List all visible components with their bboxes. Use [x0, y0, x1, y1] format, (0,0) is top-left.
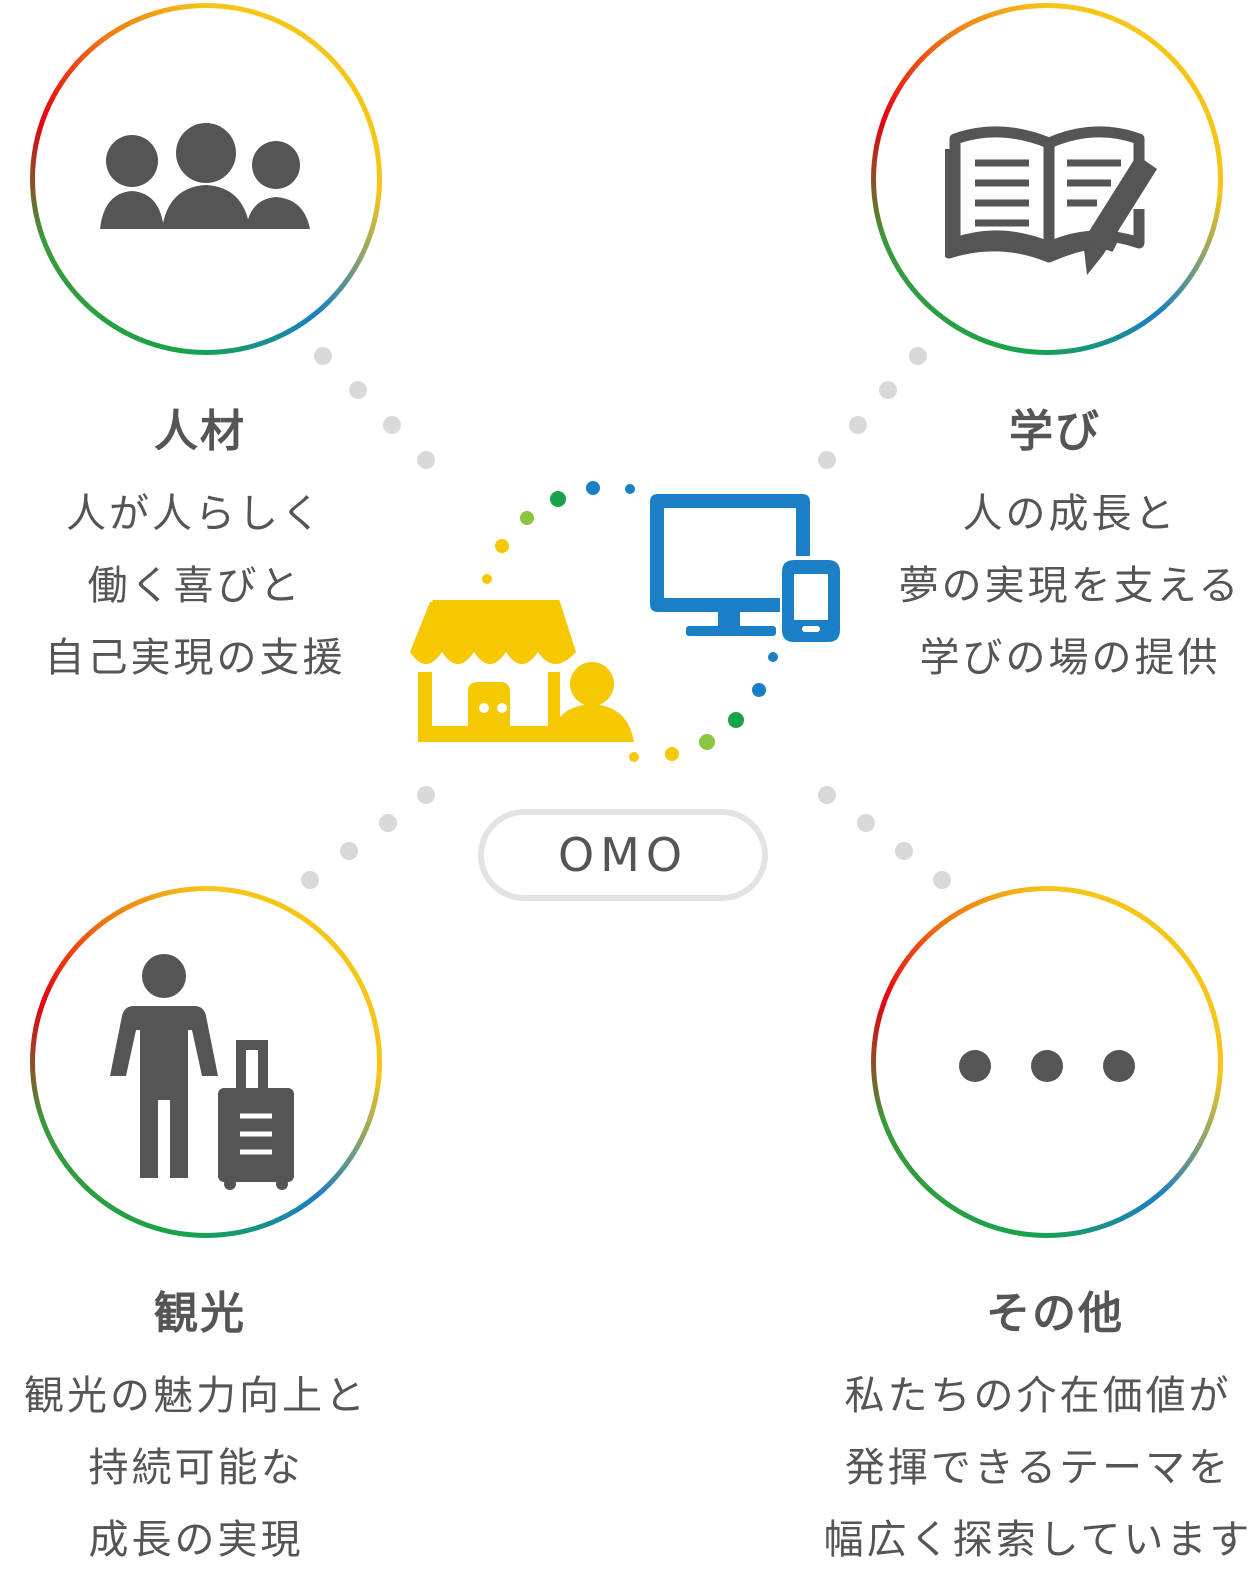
omo-label: OMO	[478, 809, 768, 901]
item-title: 観光	[154, 1288, 246, 1339]
other-circle	[871, 886, 1223, 1238]
item-description-line: 人の成長と	[962, 491, 1178, 537]
people-circle	[30, 3, 382, 355]
item-title: 学び	[1009, 406, 1101, 457]
item-description-line: 人が人らしく	[66, 491, 324, 537]
item-description-line: 成長の実現	[88, 1517, 304, 1563]
item-description-line: 持続可能な	[88, 1445, 304, 1491]
item-description-line: 自己実現の支援	[44, 635, 346, 681]
item-description-line: 夢の実現を支える	[898, 563, 1242, 609]
people-group-icon	[100, 123, 310, 229]
traveler-suitcase-icon	[110, 954, 294, 1190]
tourism-circle	[30, 886, 382, 1238]
omo-illustration	[410, 481, 840, 762]
item-description: 観光の魅力向上と 持続可能な 成長の実現	[0, 1360, 406, 1576]
item-description-line: 学びの場の提供	[919, 635, 1221, 681]
item-description-line: 観光の魅力向上と	[24, 1373, 368, 1419]
item-title: 人材	[154, 406, 246, 457]
item-description: 人の成長と 夢の実現を支える 学びの場の提供	[860, 478, 1260, 694]
item-description-line: 発揮できるテーマを	[844, 1445, 1232, 1491]
item-title: その他	[986, 1288, 1124, 1339]
more-dots-icon	[959, 1050, 1135, 1082]
devices-icon	[650, 494, 840, 642]
item-description: 人が人らしく 働く喜びと 自己実現の支援	[0, 478, 405, 694]
item-description-line: 幅広く探索しています	[823, 1517, 1253, 1563]
item-description-line: 働く喜びと	[87, 563, 303, 609]
book-pencil-icon	[945, 126, 1157, 275]
item-description-line: 私たちの介在価値が	[844, 1373, 1232, 1419]
store-icon	[410, 600, 576, 742]
item-description: 私たちの介在価値が 発揮できるテーマを 幅広く探索しています	[818, 1360, 1258, 1576]
learning-circle	[871, 3, 1223, 355]
